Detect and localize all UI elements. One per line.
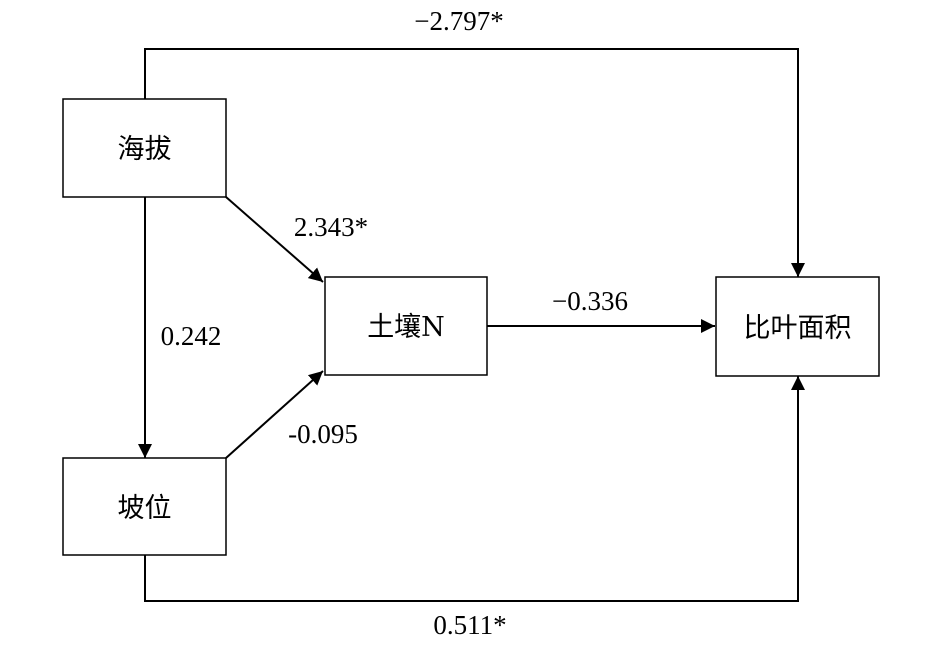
edge-altitude-to-soil-n	[225, 196, 324, 283]
edge-label-altitude-to-sla: −2.797*	[414, 6, 503, 36]
edge-slope-to-soil-n	[225, 370, 324, 459]
edge-altitude-to-sla	[144, 48, 805, 277]
node-specific-leaf-area-box	[715, 276, 880, 377]
node-soil-n-box	[324, 276, 488, 376]
node-specific-leaf-area-label: 比叶面积	[744, 313, 852, 344]
node-slope-position-label: 坡位	[118, 493, 172, 524]
node-specific-leaf-area: 比叶面积	[715, 276, 880, 377]
node-slope-position-box	[62, 457, 227, 556]
node-soil-n-label: 土壤N	[367, 312, 445, 343]
edge-label-altitude-to-slope: 0.242	[161, 321, 222, 351]
node-slope-position: 坡位	[62, 457, 227, 556]
node-altitude-label: 海拔	[118, 134, 172, 165]
edge-label-soil-n-to-sla: −0.336	[552, 286, 628, 316]
edge-label-slope-to-sla: 0.511*	[433, 610, 506, 640]
node-altitude-box	[62, 98, 227, 198]
edge-label-altitude-to-soil-n: 2.343*	[294, 212, 368, 242]
edge-slope-to-sla	[144, 376, 805, 602]
node-soil-n: 土壤N	[324, 276, 488, 376]
node-altitude: 海拔	[62, 98, 227, 198]
edge-label-slope-to-soil-n: -0.095	[288, 419, 358, 449]
